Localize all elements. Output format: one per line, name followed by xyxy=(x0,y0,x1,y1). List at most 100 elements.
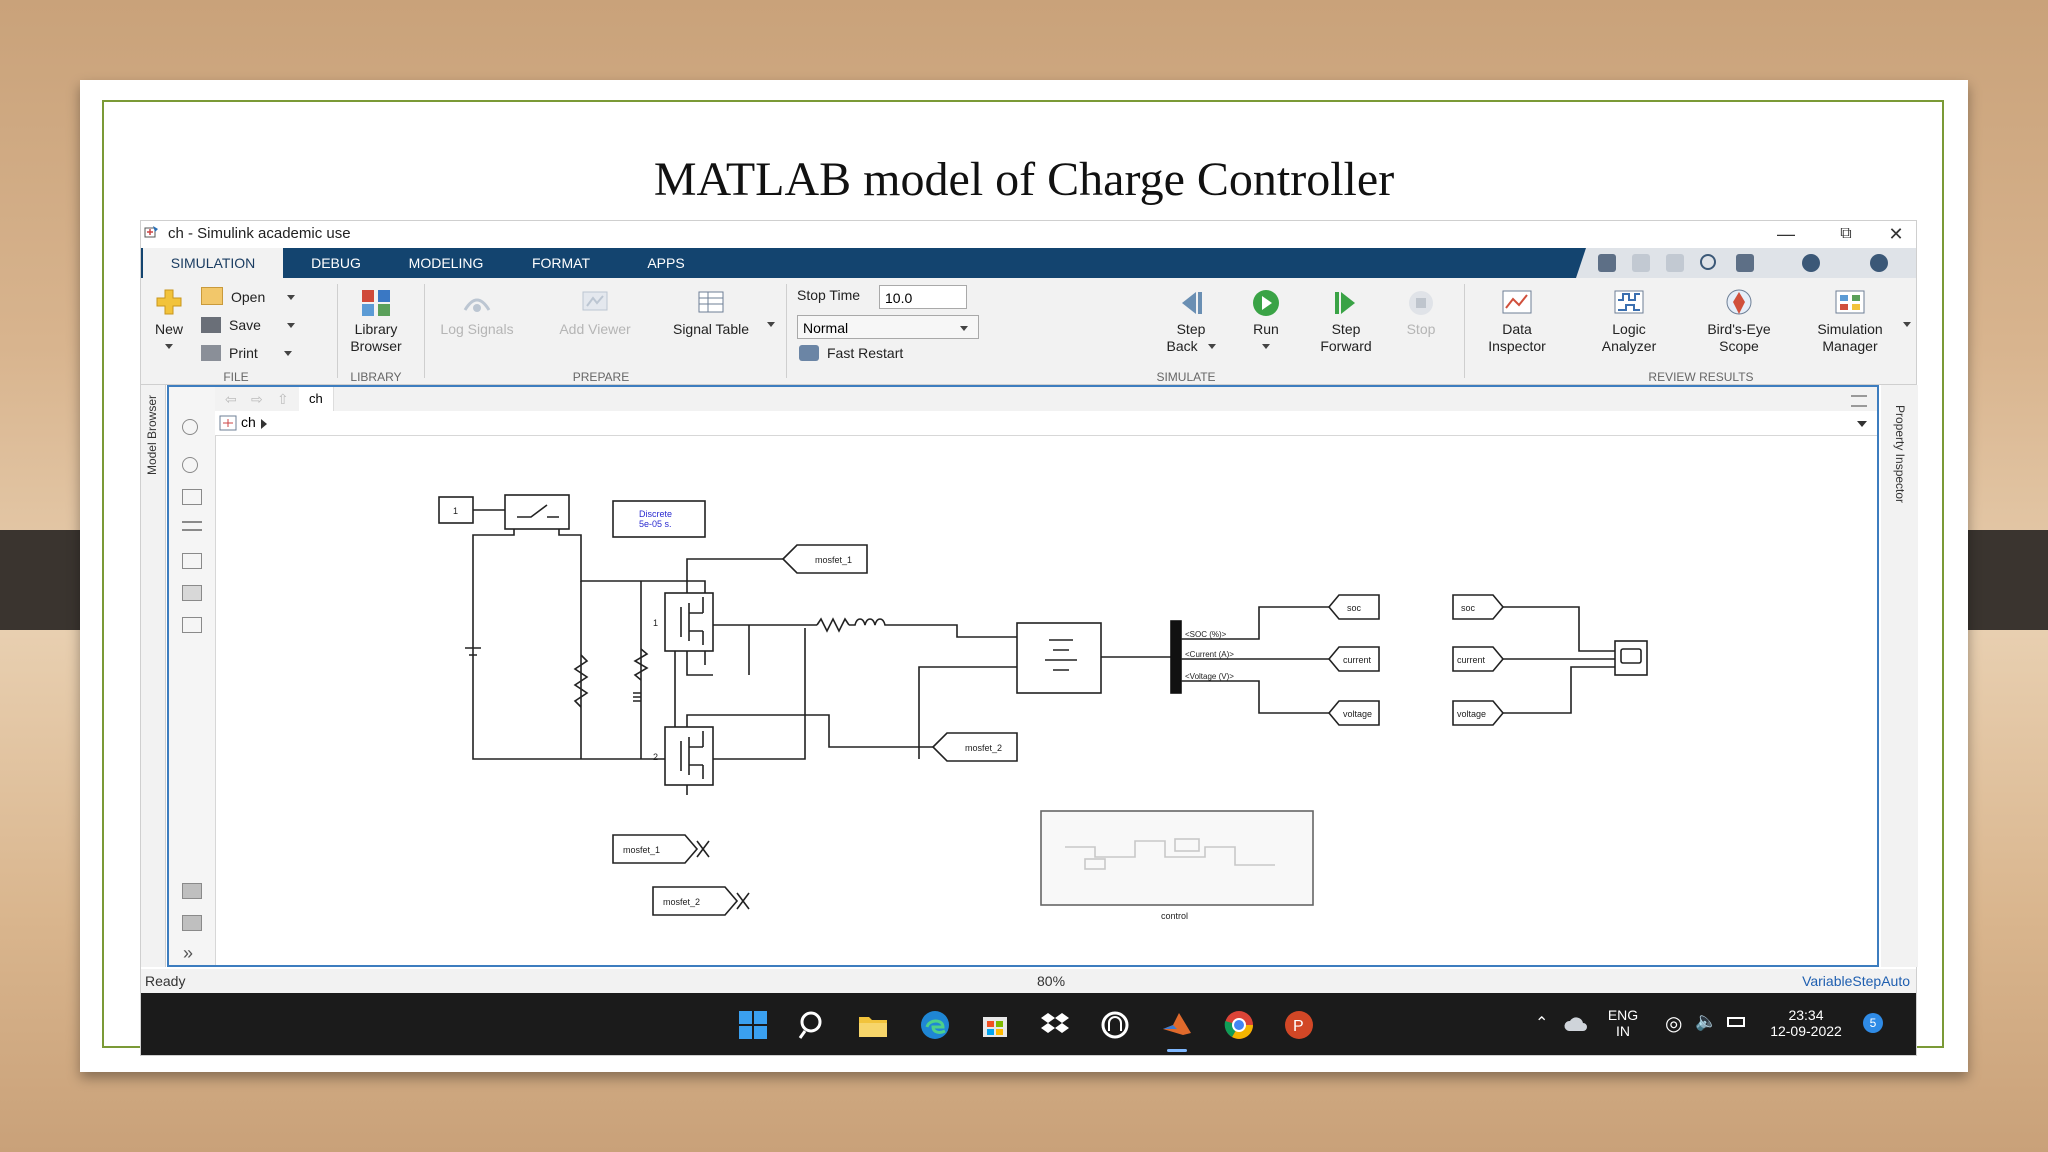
onedrive-cloud-icon[interactable] xyxy=(1563,1015,1589,1033)
tab-apps[interactable]: APPS xyxy=(647,255,685,271)
from-soc-tag[interactable] xyxy=(1452,594,1505,620)
app-ring-icon[interactable] xyxy=(1099,1009,1131,1041)
save-icon[interactable] xyxy=(1598,254,1616,272)
step-forward-button[interactable]: Step Forward xyxy=(1311,288,1381,355)
window-title: ch - Simulink academic use xyxy=(168,225,351,242)
birds-eye-scope-button[interactable]: Bird's-Eye Scope xyxy=(1699,288,1779,355)
add-viewer-icon xyxy=(582,291,608,311)
from-current-tag[interactable] xyxy=(1452,646,1505,672)
bus-selector-block[interactable] xyxy=(1170,620,1182,694)
property-inspector-label[interactable]: Property Inspector xyxy=(1893,405,1907,504)
network-icon[interactable]: ◎ xyxy=(1665,1013,1683,1035)
print-button[interactable]: Print xyxy=(201,342,292,364)
tab-modeling[interactable]: MODELING xyxy=(408,255,484,271)
store-icon[interactable] xyxy=(979,1009,1011,1041)
battery-block[interactable] xyxy=(1016,622,1102,694)
properties-icon[interactable] xyxy=(182,915,202,931)
ribbon-separator xyxy=(1464,284,1465,378)
battery-icon[interactable] xyxy=(1727,1017,1745,1027)
new-button[interactable]: New xyxy=(147,286,191,355)
back-arrow-icon[interactable]: ⇦ xyxy=(225,391,237,407)
add-viewer-button[interactable]: Add Viewer xyxy=(555,288,635,338)
from-soc-label: soc xyxy=(1461,603,1476,613)
annotation-icon[interactable] xyxy=(182,553,202,569)
edge-browser-icon[interactable] xyxy=(919,1009,951,1041)
signal-arrow-icon[interactable] xyxy=(182,521,202,531)
log-signals-button[interactable]: Log Signals xyxy=(437,288,517,338)
step-back-button[interactable]: Step Back xyxy=(1161,288,1221,355)
image-icon[interactable] xyxy=(182,585,202,601)
menu-lines-icon[interactable] xyxy=(1851,395,1867,407)
volume-icon[interactable]: 🔈 xyxy=(1695,1011,1718,1031)
powerpoint-icon[interactable]: P xyxy=(1283,1009,1315,1041)
library-browser-button[interactable]: Library Browser xyxy=(341,288,411,355)
close-button[interactable]: ✕ xyxy=(1888,224,1904,244)
search-icon[interactable] xyxy=(797,1009,829,1041)
breadcrumb[interactable]: ch xyxy=(241,414,256,430)
notification-badge[interactable]: 5 xyxy=(1863,1013,1883,1033)
chrome-icon[interactable] xyxy=(1223,1009,1255,1041)
open-button[interactable]: Open xyxy=(201,286,296,308)
layout-icon[interactable] xyxy=(1736,254,1754,272)
forward-arrow-icon[interactable]: ⇨ xyxy=(251,391,263,407)
simulation-manager-button[interactable]: Simulation Manager xyxy=(1805,288,1895,355)
from-voltage-tag[interactable] xyxy=(1452,700,1505,726)
minimize-button[interactable]: — xyxy=(1777,224,1795,244)
area-icon[interactable] xyxy=(182,617,202,633)
up-arrow-icon[interactable]: ⇧ xyxy=(277,391,289,407)
undo-icon[interactable] xyxy=(1632,254,1650,272)
logic-analyzer-button[interactable]: Logic Analyzer xyxy=(1589,288,1669,355)
help-icon[interactable] xyxy=(1802,254,1820,272)
data-inspector-button[interactable]: Data Inspector xyxy=(1477,288,1557,355)
stop-button[interactable]: Stop xyxy=(1401,288,1441,338)
signal-table-button[interactable]: Signal Table xyxy=(671,288,751,338)
simulation-mode-select[interactable]: Normal xyxy=(797,315,979,339)
file-explorer-icon[interactable] xyxy=(857,1009,889,1041)
restore-button[interactable]: ⧉ xyxy=(1840,225,1852,242)
block-diagram: 1 2 xyxy=(438,494,1648,921)
solver-link[interactable]: VariableStepAuto xyxy=(1802,973,1910,989)
search-icon[interactable] xyxy=(1700,254,1716,270)
property-inspector-strip[interactable]: Property Inspector xyxy=(1881,385,1918,967)
goto-voltage-tag[interactable] xyxy=(1327,700,1380,726)
tray-chevron-up-icon[interactable]: ⌃ xyxy=(1535,1015,1549,1032)
fit-view-icon[interactable] xyxy=(182,489,202,505)
chevron-down-icon[interactable] xyxy=(1857,421,1867,427)
screenshot-icon[interactable] xyxy=(182,883,202,899)
goto-current-tag[interactable] xyxy=(1327,646,1380,672)
redo-icon[interactable] xyxy=(1666,254,1684,272)
prepare-more-button[interactable] xyxy=(763,316,779,333)
dropbox-icon[interactable] xyxy=(1039,1009,1071,1041)
fast-restart-toggle[interactable]: Fast Restart xyxy=(799,342,903,364)
simulink-window: ch - Simulink academic use — ⧉ ✕ SIMULAT… xyxy=(140,220,1918,1056)
goto-mosfet-2-tag[interactable] xyxy=(931,732,1018,762)
tab-format[interactable]: FORMAT xyxy=(531,255,591,271)
run-button[interactable]: Run xyxy=(1241,288,1291,355)
constant-block[interactable] xyxy=(438,496,474,524)
tab-simulation[interactable]: SIMULATION xyxy=(143,248,283,278)
goto-mosfet-1-tag[interactable] xyxy=(781,544,868,574)
tab-debug[interactable]: DEBUG xyxy=(311,255,361,271)
stop-time-label: Stop Time xyxy=(797,287,861,303)
model-browser-strip[interactable]: Model Browser xyxy=(141,385,166,967)
matlab-icon[interactable] xyxy=(1161,1009,1193,1041)
windows-start-icon[interactable] xyxy=(737,1009,769,1041)
control-subsystem[interactable] xyxy=(1040,810,1314,906)
constant-value: 1 xyxy=(453,506,458,516)
from-mosfet-2-tag[interactable] xyxy=(652,886,739,916)
from-mosfet-1-tag[interactable] xyxy=(612,834,699,864)
model-browser-label[interactable]: Model Browser xyxy=(145,395,159,476)
review-more-button[interactable] xyxy=(1899,316,1915,333)
settings-icon[interactable] xyxy=(1870,254,1888,272)
scope-block[interactable] xyxy=(1614,640,1648,676)
save-button[interactable]: Save xyxy=(201,314,295,336)
stop-time-input[interactable]: 10.0 xyxy=(879,285,967,309)
zoom-icon[interactable] xyxy=(182,457,198,473)
model-tab[interactable]: ch xyxy=(299,387,334,411)
expand-chevron-icon[interactable]: » xyxy=(183,943,194,963)
hide-browser-icon[interactable] xyxy=(182,419,198,435)
goto-soc-tag[interactable] xyxy=(1327,594,1380,620)
powergui-block[interactable] xyxy=(612,500,706,538)
